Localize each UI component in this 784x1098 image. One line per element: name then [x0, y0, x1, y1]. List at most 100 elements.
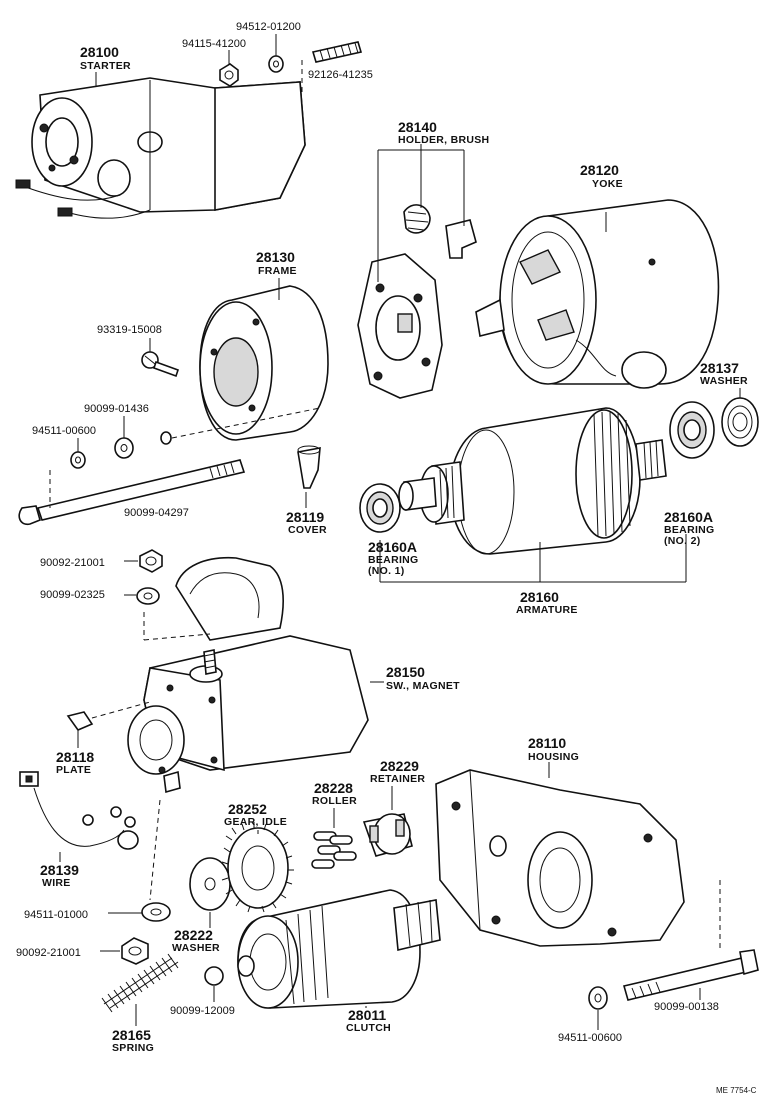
svg-text:28165: 28165	[112, 1027, 151, 1043]
bearing-no1-drawing	[359, 483, 401, 533]
svg-text:STARTER: STARTER	[80, 60, 131, 72]
svg-text:SW., MAGNET: SW., MAGNET	[386, 680, 460, 692]
hardware-screw-93319	[141, 351, 180, 378]
svg-text:28160A: 28160A	[368, 539, 417, 555]
label-roller: 28228 ROLLER	[312, 780, 357, 807]
svg-text:BEARING: BEARING	[368, 554, 419, 566]
label-94511-01000: 94511-01000	[24, 909, 88, 921]
footer-code: ME 7754-C	[716, 1086, 757, 1095]
svg-text:28139: 28139	[40, 862, 79, 878]
label-90099-02325: 90099-02325	[40, 589, 105, 601]
label-washer-28137: 28137 WASHER	[700, 360, 748, 387]
housing-drawing	[435, 769, 685, 947]
washer-28222-drawing	[189, 857, 231, 911]
label-starter: 28100 STARTER	[80, 44, 131, 72]
svg-text:YOKE: YOKE	[592, 178, 623, 190]
label-frame: 28130 FRAME	[256, 249, 297, 277]
label-92126-41235: 92126-41235	[308, 69, 373, 81]
hardware-washer-94512	[268, 55, 284, 73]
hardware-washer-90099-02325	[136, 587, 160, 605]
label-holder-brush: 28140 HOLDER, BRUSH	[398, 119, 489, 146]
yoke-drawing	[475, 199, 720, 389]
svg-text:RETAINER: RETAINER	[370, 773, 425, 785]
label-retainer: 28229 RETAINER	[370, 758, 425, 785]
svg-text:28252: 28252	[228, 801, 267, 817]
retainer-drawing	[362, 813, 413, 857]
wire-drawing	[19, 771, 139, 850]
label-yoke: 28120 YOKE	[580, 162, 623, 190]
label-armature: 28160 ARMATURE	[516, 589, 578, 616]
hardware-washer-94511-00600-top	[70, 451, 86, 469]
label-90099-00138: 90099-00138	[654, 1001, 719, 1013]
brush-holder-drawing	[357, 204, 477, 399]
hardware-washer-94511-01000	[141, 902, 171, 922]
svg-text:PLATE: PLATE	[56, 764, 91, 776]
hardware-washer-94511-00600-bottom	[588, 986, 608, 1010]
svg-text:28011: 28011	[348, 1007, 386, 1023]
idle-gear-drawing	[221, 822, 294, 913]
cover-drawing	[297, 445, 321, 489]
label-washer-28222: 28222 WASHER	[172, 927, 220, 954]
svg-text:WIRE: WIRE	[42, 877, 71, 889]
starter-assembly-drawing	[15, 77, 306, 219]
label-90092-21001-bottom: 90092-21001	[16, 947, 81, 959]
svg-text:28228: 28228	[314, 780, 353, 796]
svg-text:GEAR, IDLE: GEAR, IDLE	[224, 816, 287, 828]
hardware-nut-90092-top	[139, 549, 163, 573]
plate-drawing	[66, 711, 94, 731]
frame-drawing	[199, 285, 329, 441]
small-washer-frame	[160, 431, 172, 445]
svg-text:28222: 28222	[174, 927, 213, 943]
label-90099-12009: 90099-12009	[170, 1005, 235, 1017]
label-clutch: 28011 CLUTCH	[346, 1007, 391, 1034]
bearing-no2-drawing	[669, 401, 715, 459]
svg-text:28120: 28120	[580, 162, 619, 178]
svg-text:COVER: COVER	[288, 524, 327, 536]
svg-text:HOUSING: HOUSING	[528, 751, 579, 763]
label-cover: 28119 COVER	[286, 509, 327, 536]
hardware-nut-94115	[219, 63, 239, 87]
svg-text:28110: 28110	[528, 735, 566, 751]
svg-text:28137: 28137	[700, 360, 739, 376]
svg-text:28130: 28130	[256, 249, 295, 265]
washer-28137-drawing	[721, 397, 759, 447]
label-housing: 28110 HOUSING	[528, 735, 579, 763]
svg-text:ARMATURE: ARMATURE	[516, 604, 578, 616]
label-90092-21001-top: 90092-21001	[40, 557, 105, 569]
label-bearing-no2: 28160A BEARING (NO. 2)	[664, 509, 714, 547]
svg-text:28150: 28150	[386, 664, 425, 680]
svg-text:28118: 28118	[56, 749, 94, 765]
label-gear-idle: 28252 GEAR, IDLE	[224, 801, 287, 828]
svg-text:FRAME: FRAME	[258, 265, 297, 277]
label-wire: 28139 WIRE	[40, 862, 79, 889]
hardware-bolt-90099-04297	[18, 459, 246, 526]
clutch-drawing	[237, 889, 441, 1009]
svg-text:(NO. 2): (NO. 2)	[664, 535, 701, 547]
svg-text:ROLLER: ROLLER	[312, 795, 357, 807]
ball-90099-12009	[204, 966, 224, 986]
svg-text:28229: 28229	[380, 758, 419, 774]
svg-text:28140: 28140	[398, 119, 437, 135]
armature-drawing	[398, 407, 667, 555]
sw-magnet-drawing	[127, 556, 369, 794]
svg-text:28119: 28119	[286, 509, 324, 525]
label-94115-41200: 94115-41200	[182, 38, 246, 50]
svg-text:CLUTCH: CLUTCH	[346, 1022, 391, 1034]
roller-drawing	[311, 831, 357, 869]
svg-text:WASHER: WASHER	[700, 375, 748, 387]
svg-text:SPRING: SPRING	[112, 1042, 154, 1054]
label-90099-01436: 90099-01436	[84, 403, 149, 415]
svg-text:28160: 28160	[520, 589, 559, 605]
label-spring: 28165 SPRING	[112, 1027, 154, 1054]
hardware-nut-90092-bottom	[121, 937, 149, 965]
hardware-washer-90099-01436	[114, 437, 134, 459]
svg-text:28160A: 28160A	[664, 509, 713, 525]
hardware-bolt-90099-00138	[623, 949, 759, 1001]
svg-text:28100: 28100	[80, 44, 119, 60]
label-90099-04297: 90099-04297	[124, 507, 189, 519]
svg-text:HOLDER, BRUSH: HOLDER, BRUSH	[398, 134, 489, 146]
spring-drawing	[101, 953, 179, 1013]
label-sw-magnet: 28150 SW., MAGNET	[386, 664, 460, 692]
label-94512-01200: 94512-01200	[236, 21, 301, 33]
